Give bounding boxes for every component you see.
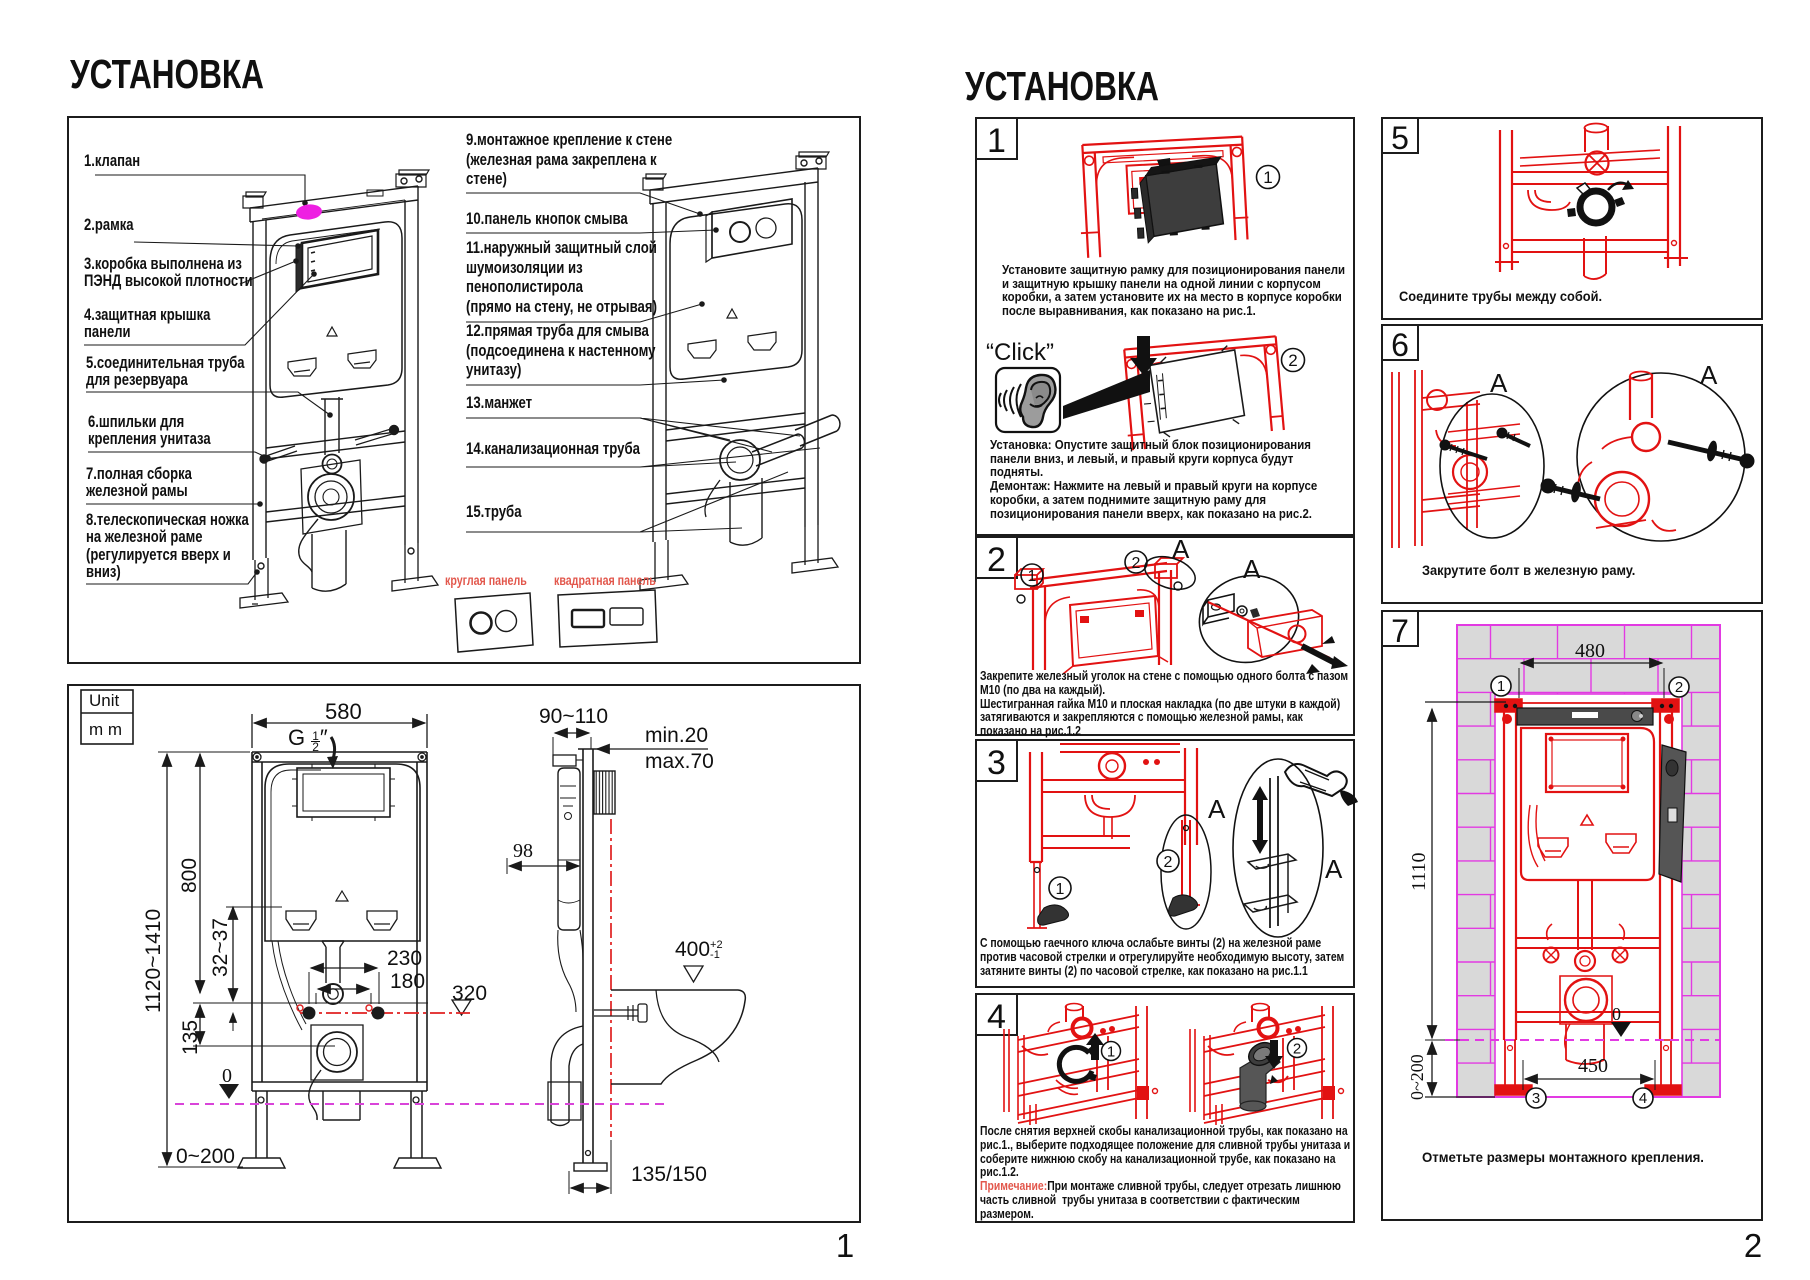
svg-text:2: 2 — [1288, 351, 1297, 370]
svg-text:2: 2 — [1293, 1041, 1301, 1058]
svg-text:2: 2 — [1164, 854, 1173, 871]
svg-text:A: A — [1490, 368, 1508, 398]
svg-text:A: A — [1325, 854, 1343, 884]
svg-text:4: 4 — [1639, 1090, 1647, 1107]
svg-text:1: 1 — [1497, 678, 1505, 695]
svg-text:A: A — [1243, 554, 1261, 584]
svg-text:3: 3 — [1532, 1090, 1540, 1107]
svg-text:2: 2 — [1675, 679, 1683, 696]
svg-text:2: 2 — [1132, 555, 1141, 572]
svg-text:1: 1 — [1056, 881, 1065, 898]
svg-text:1: 1 — [1028, 568, 1037, 585]
svg-text:A: A — [1208, 794, 1226, 824]
svg-text:1: 1 — [1263, 168, 1272, 187]
svg-text:A: A — [1172, 534, 1190, 564]
svg-text:A: A — [1700, 360, 1718, 390]
svg-text:1: 1 — [1107, 1044, 1115, 1061]
